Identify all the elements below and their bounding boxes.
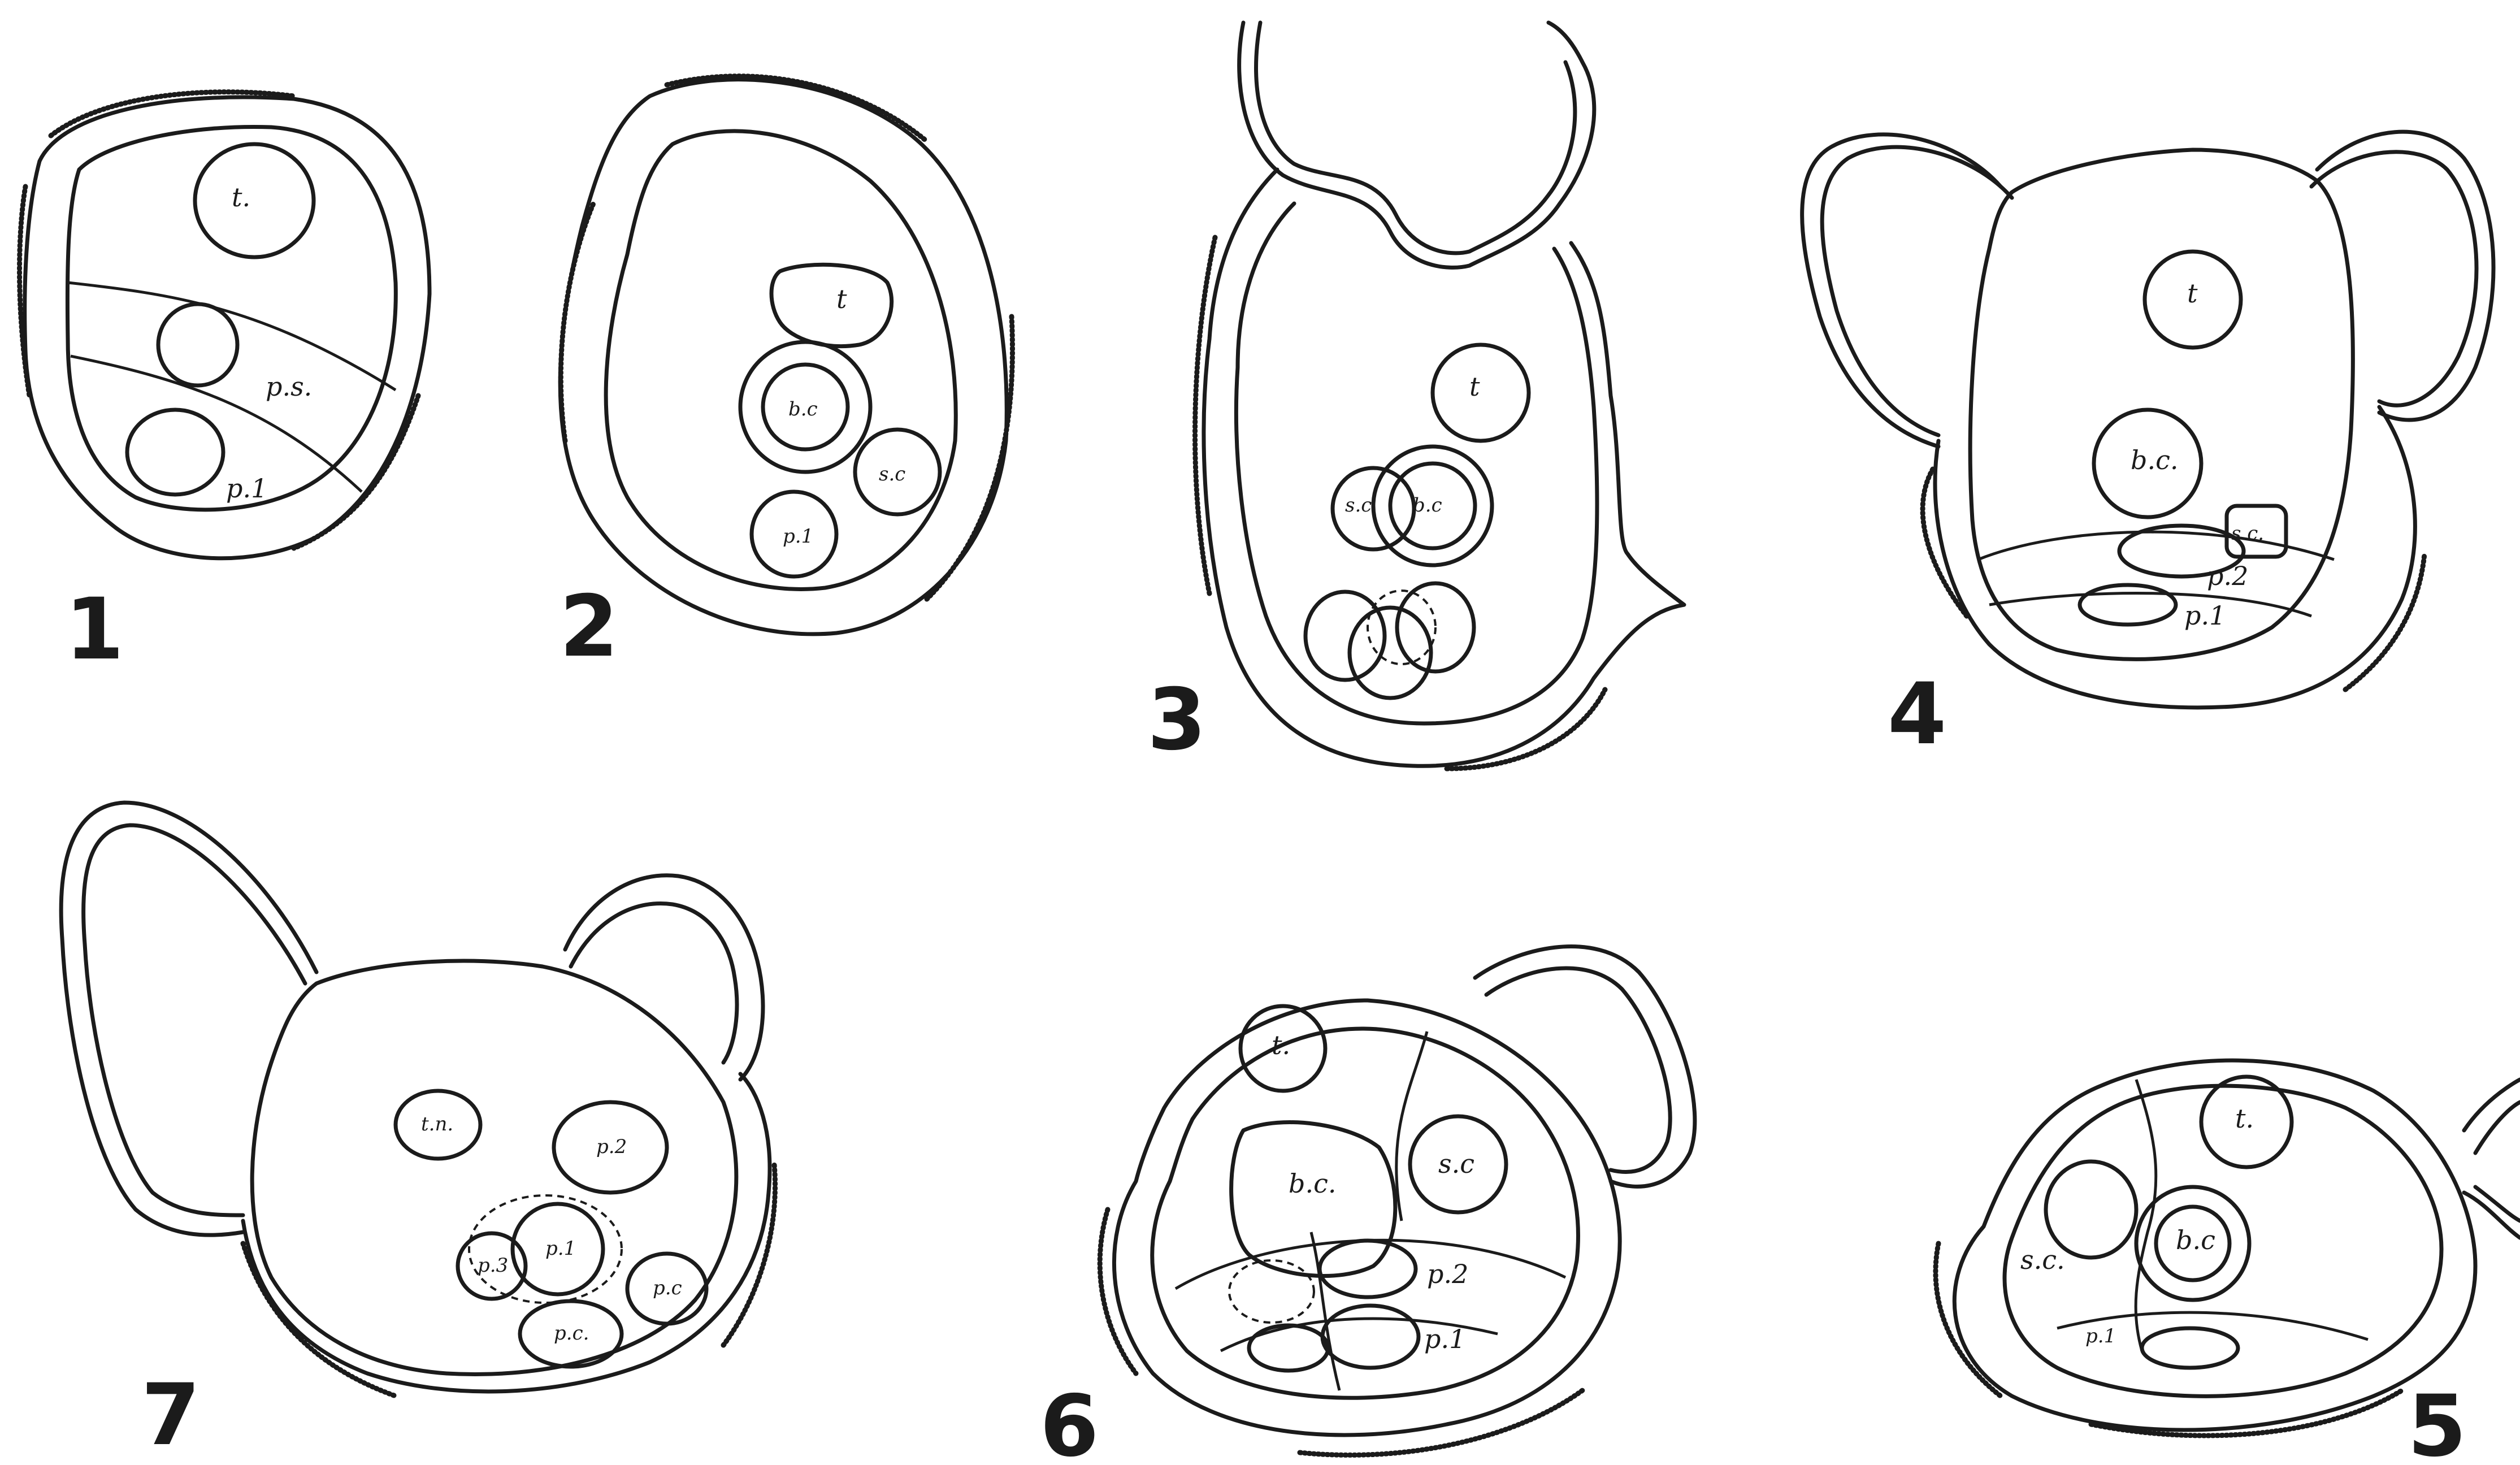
fig6-label-sc: s.c bbox=[1438, 1148, 1474, 1179]
figure-number-6: 6 bbox=[1040, 1377, 1099, 1462]
fig4-label-t: t bbox=[2187, 278, 2198, 309]
fig1-label-ps: p.s. bbox=[266, 371, 312, 402]
fig2-label-p1: p.1 bbox=[783, 525, 813, 548]
fig6-label-t: t. bbox=[1272, 1030, 1290, 1060]
fig4-label-p2: p.2 bbox=[2207, 561, 2248, 591]
fig3-label-bc: b.c bbox=[1413, 494, 1442, 517]
figure-number-5: 5 bbox=[2408, 1377, 2466, 1462]
fig6-label-p2: p.2 bbox=[1427, 1259, 1468, 1289]
fig2-label-sc: s.c bbox=[879, 463, 905, 486]
figure-6: t. b.c. s.c p.2 p.1 6 bbox=[1040, 947, 1695, 1462]
fig6-label-p1: p.1 bbox=[1424, 1324, 1465, 1354]
fig7-label-p2: p.2 bbox=[596, 1135, 627, 1158]
figure-number-7: 7 bbox=[141, 1366, 200, 1462]
fig1-label-t: t. bbox=[232, 182, 250, 213]
fig2-label-bc: b.c bbox=[788, 398, 818, 421]
figure-number-3: 3 bbox=[1147, 671, 1206, 769]
fig7-label-tn: t.n. bbox=[421, 1113, 453, 1135]
fig5-label-sc: s.c. bbox=[2020, 1245, 2065, 1275]
fig7-label-pc-2: p.c bbox=[653, 1277, 682, 1299]
fig5-label-p1: p.1 bbox=[2085, 1325, 2116, 1347]
fig1-label-p1: p.1 bbox=[226, 473, 267, 504]
fig7-label-p3: p.3 bbox=[478, 1254, 508, 1277]
fig5-label-t: t. bbox=[2235, 1103, 2254, 1134]
figure-4: t b.c. s.c. p.2 p.1 4 bbox=[1802, 132, 2493, 764]
figure-2: t b.c s.c p.1 2 bbox=[559, 76, 1012, 676]
fig5-label-bc: b.c bbox=[2176, 1225, 2215, 1255]
fig6-label-bc: b.c. bbox=[1289, 1168, 1336, 1199]
fig4-label-p1: p.1 bbox=[2184, 600, 2226, 631]
figure-number-1: 1 bbox=[65, 580, 124, 679]
figure-3: t s.c b.c 3 bbox=[1147, 23, 1684, 769]
figure-number-2: 2 bbox=[559, 578, 618, 676]
fig7-label-p1: p.1 bbox=[545, 1237, 576, 1260]
fig7-label-pc: p.c. bbox=[554, 1322, 589, 1345]
fig4-label-sc: s.c. bbox=[2231, 522, 2264, 545]
fig4-label-bc: b.c. bbox=[2131, 445, 2178, 475]
figure-number-4: 4 bbox=[1888, 665, 1946, 764]
fig3-label-sc: s.c bbox=[1345, 494, 1372, 517]
fig2-label-t: t bbox=[836, 284, 847, 314]
figure-5: t. s.c. b.c p.1 5 bbox=[1936, 1060, 2520, 1462]
fig3-label-t: t bbox=[1469, 371, 1480, 402]
figure-1: t. p.s. p.1 1 bbox=[20, 92, 430, 679]
figure-7: t.n. p.2 p.1 p.3 p.c. p.c 7 bbox=[61, 803, 775, 1462]
